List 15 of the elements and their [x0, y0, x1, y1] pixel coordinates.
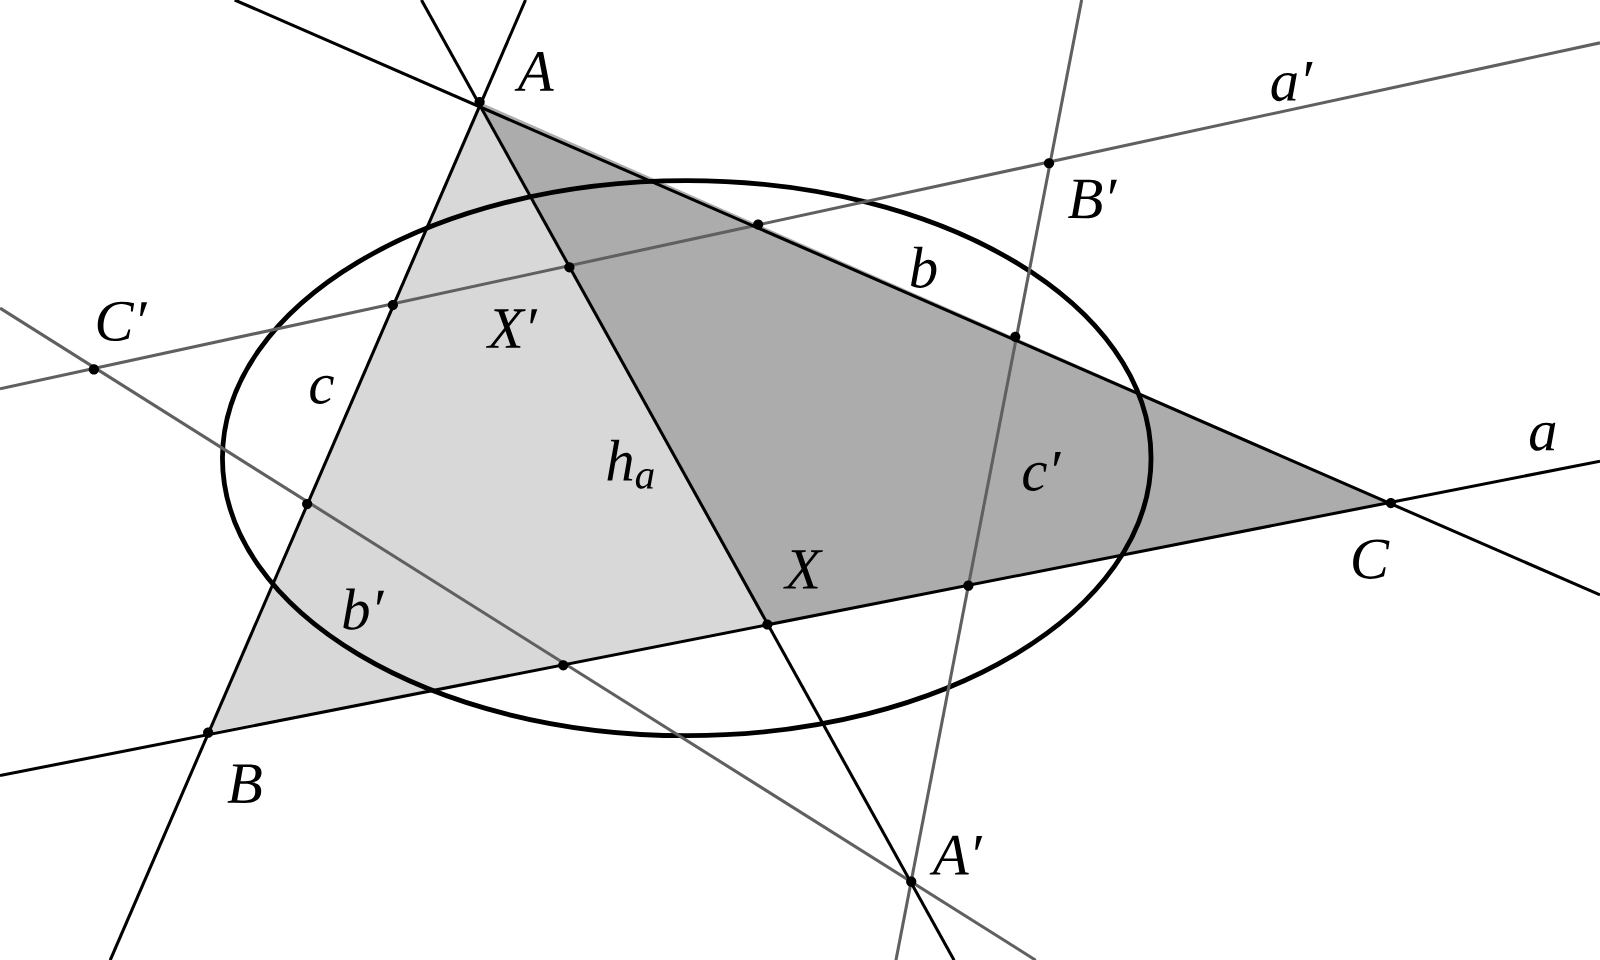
point-label: X: [783, 550, 823, 589]
point-label: C′: [97, 301, 148, 342]
point-label: b′: [343, 588, 385, 630]
point-label: b: [911, 246, 937, 288]
point-label: a: [1529, 422, 1556, 451]
point-label: a′: [1271, 62, 1313, 102]
point-label: c: [310, 375, 334, 404]
point-label: h$_{a}$: [607, 439, 654, 489]
point-label: B: [227, 764, 262, 803]
point-label: B′: [1068, 179, 1117, 219]
point-label: A′: [929, 835, 983, 875]
point-label: C: [1353, 539, 1390, 579]
point-label: A: [514, 51, 554, 91]
point-label: X′: [485, 309, 538, 348]
point-label: c′: [1023, 451, 1061, 491]
